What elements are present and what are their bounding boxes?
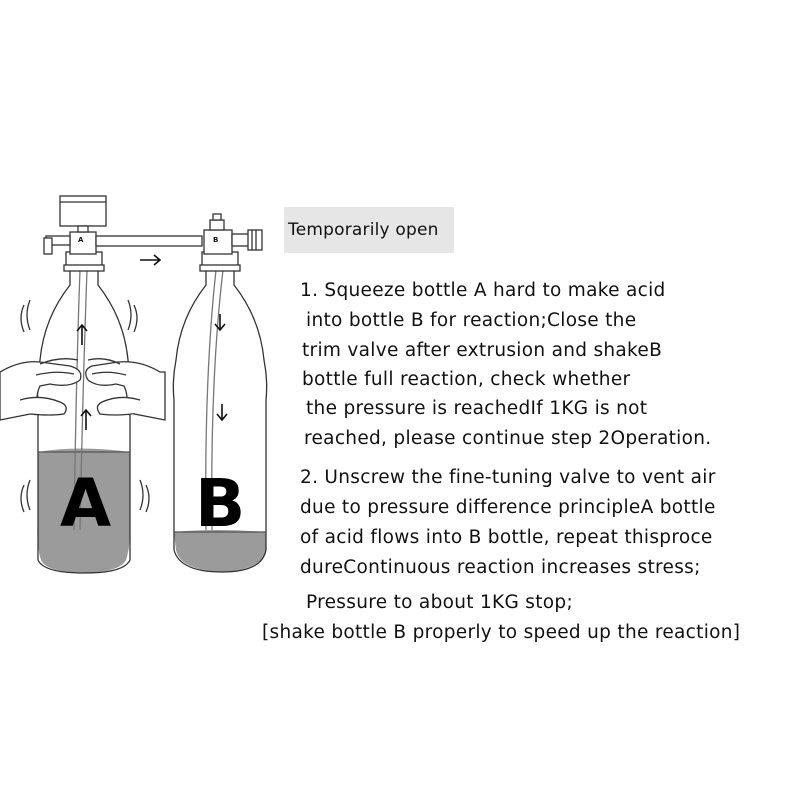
step-line: bottle full reaction, check whether [302,369,631,390]
bottle-b-liquid [174,530,266,572]
connecting-tube [95,235,203,266]
bottle-b-label: B [195,465,246,542]
step-line: into bottle B for reaction;Close the [306,310,637,331]
step-line: the pressure is reachedIf 1KG is not [306,398,648,419]
step-line: Pressure to about 1KG stop; [306,592,573,613]
step-line: due to pressure difference principleA bo… [300,497,716,518]
valve-a-label: A [78,236,84,244]
flow-arrow [140,254,162,266]
step-line: trim valve after extrusion and shakeB [302,340,663,361]
valve-b-label: B [213,236,219,244]
bottle-b [172,213,268,573]
step-line: of acid flows into B bottle, repeat this… [300,527,713,548]
callout-box: Temporarily open [284,207,454,253]
step-line: dureContinuous reaction increases stress… [300,557,701,578]
step-line: [shake bottle B properly to speed up the… [262,622,741,643]
step-line: reached, please continue step 2Operation… [304,428,712,449]
step-line: 1. Squeeze bottle A hard to make acid [300,280,666,301]
callout-text: Temporarily open [288,220,439,240]
hands [0,358,166,421]
bottle-a-label: A [60,465,112,542]
step-line: 2. Unscrew the fine-tuning valve to vent… [300,467,716,488]
bottle-a-liquid [37,448,131,573]
